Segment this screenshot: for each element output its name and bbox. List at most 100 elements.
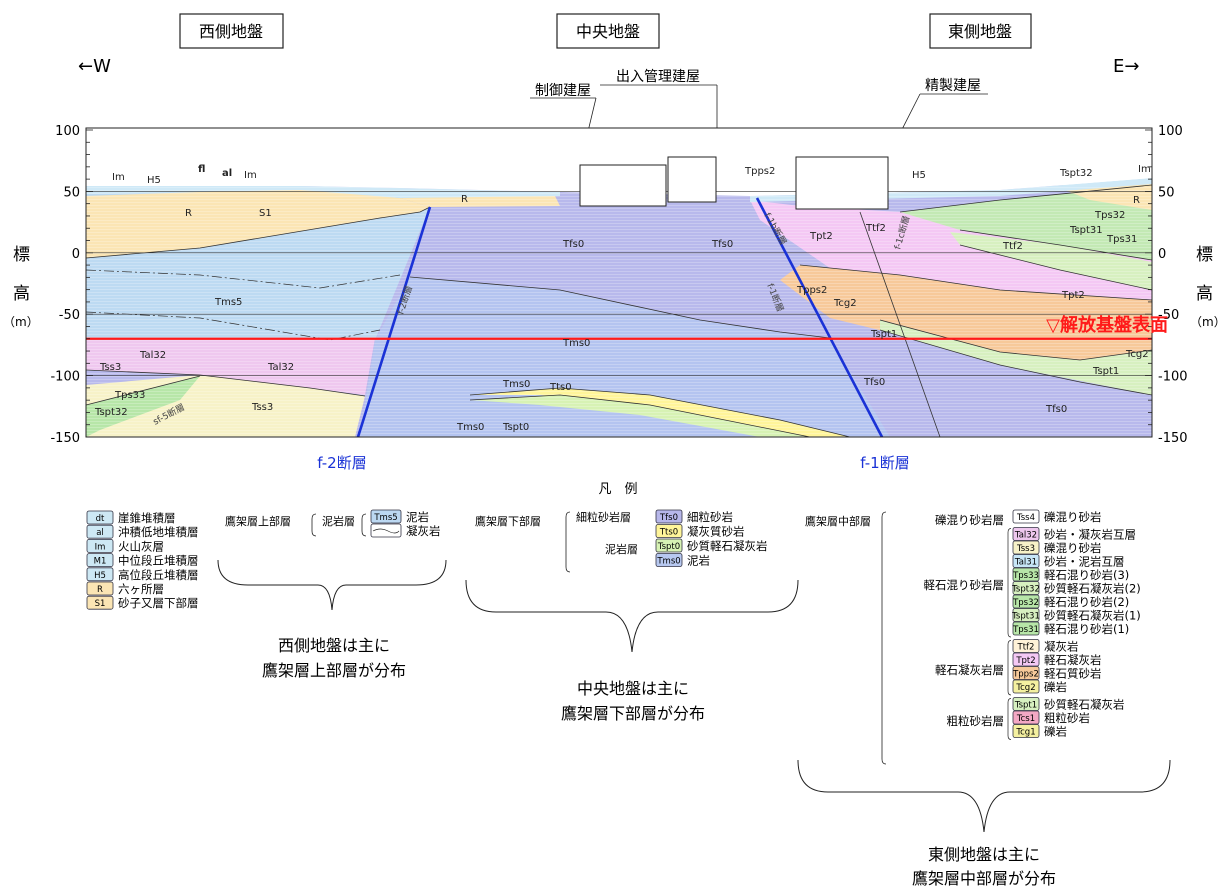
base-surface-label: ▽解放基盤表面 bbox=[1046, 314, 1168, 336]
tick-label-left: 50 bbox=[63, 185, 80, 200]
legend-name: 沖積低地堆積層 bbox=[118, 525, 199, 539]
legend-code: Tts0 bbox=[659, 528, 678, 538]
legend-code: Tcg2 bbox=[1015, 683, 1035, 693]
tick-label-right: 0 bbox=[1158, 247, 1166, 262]
axis-label-right-2: 高 bbox=[1196, 284, 1213, 304]
legend-name: 礫混り砂岩 bbox=[1044, 541, 1102, 555]
legend-code: Im bbox=[95, 542, 106, 552]
label-tspt1-2: Tspt1 bbox=[1092, 366, 1119, 377]
building-label-access: 出入管理建屋 bbox=[616, 69, 700, 85]
label-tss3-2: Tss3 bbox=[251, 402, 273, 413]
legend-name: 凝灰岩 bbox=[406, 524, 441, 538]
cross-section bbox=[85, 127, 1153, 438]
legend-upper-sub: 泥岩層 bbox=[322, 514, 355, 528]
label-tss3-1: Tss3 bbox=[99, 362, 121, 373]
legend-name: 砂質軽石凝灰岩 bbox=[687, 539, 768, 553]
building-label-refining: 精製建屋 bbox=[925, 78, 981, 94]
label-tms0-center: Tms0 bbox=[562, 338, 590, 349]
legend-title: 凡 例 bbox=[598, 482, 637, 497]
tick-label-right: -50 bbox=[1158, 308, 1179, 323]
label-tspt1-1: Tspt1 bbox=[870, 329, 897, 340]
tick-label-right: -150 bbox=[1158, 431, 1188, 446]
building-access bbox=[667, 156, 717, 203]
building-label-control: 制御建屋 bbox=[535, 83, 591, 99]
legend-name: 砂質軽石凝灰岩(2) bbox=[1044, 582, 1141, 596]
legend-item: Tal32 砂岩・凝灰岩互層 bbox=[1012, 527, 1136, 542]
legend-code: al bbox=[96, 528, 104, 538]
legend-code: Tspt31 bbox=[1011, 612, 1040, 622]
fault-f1-line bbox=[755, 197, 884, 438]
legend-code: H5 bbox=[94, 571, 106, 581]
label-tfs0-east-1: Tfs0 bbox=[863, 377, 885, 388]
legend-item: Tspt0 砂質軽石凝灰岩 bbox=[655, 538, 768, 553]
legend-code: Tms0 bbox=[656, 557, 680, 567]
label-tms5: Tms5 bbox=[214, 297, 242, 308]
legend-code: Tal32 bbox=[1014, 531, 1037, 541]
legend-name: 凝灰岩 bbox=[1044, 640, 1079, 654]
label-tfs0-f1: Tfs0 bbox=[711, 239, 733, 250]
legend-code: Tspt1 bbox=[1014, 701, 1037, 711]
label-tfs0-center: Tfs0 bbox=[562, 239, 584, 250]
legend-name: 軽石混り砂岩(3) bbox=[1044, 568, 1129, 582]
legend-name: 砂質軽石凝灰岩 bbox=[1044, 698, 1125, 712]
legend-name: 泥岩 bbox=[687, 554, 710, 568]
region-title-center: 中央地盤 bbox=[556, 13, 660, 49]
region-title-west: 西側地盤 bbox=[179, 13, 284, 49]
label-tspt32: Tspt32 bbox=[94, 407, 128, 418]
tick-label-right: 50 bbox=[1158, 185, 1175, 200]
legend-upper-group: 鷹架層上部層 bbox=[225, 514, 291, 528]
label-al: al bbox=[222, 168, 232, 179]
legend-name: 高位段丘堆積層 bbox=[118, 568, 199, 582]
legend-name: 砂岩・泥岩互層 bbox=[1044, 555, 1125, 569]
tick-label-right: -100 bbox=[1158, 370, 1188, 385]
legend-name: 中位段丘堆積層 bbox=[118, 554, 199, 568]
legend-item: Tms0 泥岩 bbox=[655, 553, 710, 568]
legend-name: 砂子又層下部層 bbox=[118, 596, 199, 610]
legend-name: 粗粒砂岩 bbox=[1044, 711, 1090, 725]
legend-code: R bbox=[97, 585, 103, 595]
legend-code: Ttf2 bbox=[1017, 643, 1035, 653]
legend-code: Tspt32 bbox=[1011, 585, 1040, 595]
tick-label-right: 100 bbox=[1158, 124, 1183, 139]
legend-middle-group: 鷹架層中部層 bbox=[805, 514, 871, 528]
summary-west-line2: 鷹架層上部層が分布 bbox=[262, 661, 406, 680]
legend-code: Tss4 bbox=[1016, 513, 1035, 523]
label-r-west: R bbox=[185, 208, 192, 219]
label-tts0: Tts0 bbox=[549, 382, 572, 393]
legend-code: Tcg1 bbox=[1015, 728, 1035, 738]
building-refining bbox=[795, 156, 889, 210]
axis-label-left-2: 高 bbox=[13, 284, 30, 304]
legend-code: Tspt0 bbox=[657, 542, 680, 552]
elevation-axis-right: 100 50 0 -50 -100 -150 bbox=[1145, 124, 1188, 446]
legend-name: 泥岩 bbox=[406, 510, 429, 524]
legend-name: 砂岩・凝灰岩互層 bbox=[1044, 528, 1136, 542]
label-im-2: Im bbox=[244, 170, 257, 181]
legend-code: Tps33 bbox=[1012, 571, 1039, 581]
legend-code: Tps31 bbox=[1012, 625, 1039, 635]
label-tspt0: Tspt0 bbox=[502, 422, 529, 433]
label-tal32-1: Tal32 bbox=[139, 350, 166, 361]
legend-name: 六ヶ所層 bbox=[118, 582, 164, 596]
legend-code: Tpt2 bbox=[1015, 656, 1035, 666]
legend-lower-sub-1: 泥岩層 bbox=[605, 542, 638, 556]
west-direction-label: ←W bbox=[78, 56, 111, 77]
legend-name: 軽石凝灰岩 bbox=[1044, 653, 1102, 667]
region-title-west-text: 西側地盤 bbox=[199, 22, 263, 41]
region-title-east-text: 東側地盤 bbox=[948, 22, 1012, 41]
tick-label-left: -150 bbox=[50, 431, 80, 446]
label-tps31: Tps31 bbox=[1106, 234, 1137, 245]
